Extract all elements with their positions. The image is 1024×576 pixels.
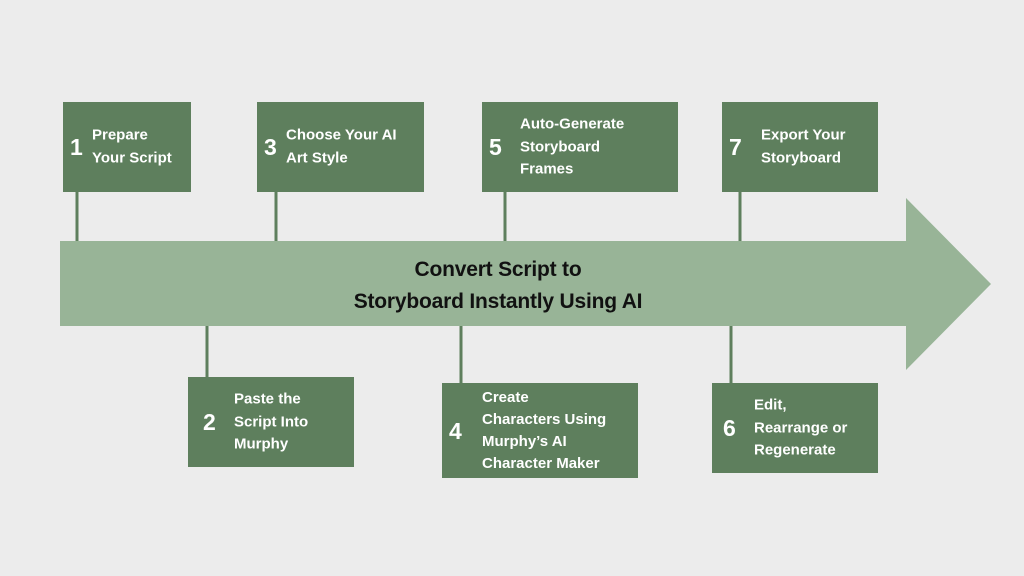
step-number: 5	[489, 134, 502, 160]
timeline-arrow	[60, 198, 991, 370]
step-number: 7	[729, 134, 742, 160]
step-label-line: Murphy	[234, 435, 289, 453]
step-label: Export Your Storyboard	[761, 125, 874, 170]
step-label-line: Choose Your AI	[286, 126, 397, 144]
step-label-line: Frames	[520, 160, 574, 178]
step-1-box: 1 Prepare Your Script	[63, 102, 191, 192]
step-label-line: Regenerate	[754, 441, 836, 459]
diagram-title-line-1: Convert Script to	[414, 258, 582, 281]
step-number: 3	[264, 134, 277, 160]
step-label-line: Paste the	[234, 390, 301, 408]
step-label: Choose Your AI Art Style	[286, 125, 420, 170]
step-label-line: Characters Using	[482, 410, 607, 428]
step-6-box: 6 Edit, Rearrange or Regenerate	[712, 383, 878, 473]
step-number: 6	[723, 415, 736, 441]
step-number: 2	[203, 409, 216, 435]
step-label: Prepare Your Script	[92, 125, 187, 170]
step-label-line: Rearrange or	[754, 418, 848, 436]
step-number: 1	[70, 134, 83, 160]
step-label-line: Your Script	[92, 149, 172, 166]
step-number: 4	[449, 417, 462, 444]
step-label-line: Prepare	[92, 126, 148, 144]
step-label-line: Create	[482, 388, 529, 406]
step-7-box: 7 Export Your Storyboard	[722, 102, 878, 192]
step-label-line: Character Maker	[482, 454, 600, 472]
step-label: Paste the Script Into Murphy	[234, 388, 350, 456]
step-label-line: Export Your	[761, 126, 846, 144]
step-3-box: 3 Choose Your AI Art Style	[257, 102, 424, 192]
step-label-line: Auto-Generate	[520, 115, 625, 133]
step-2-box: 2 Paste the Script Into Murphy	[188, 377, 354, 467]
step-5-box: 5 Auto-Generate Storyboard Frames	[482, 102, 678, 192]
diagram-title-line-2: Storyboard Instantly Using AI	[353, 290, 643, 313]
step-label-line: Art Style	[286, 149, 348, 166]
step-label: Auto-Generate Storyboard Frames	[520, 113, 674, 181]
step-label-line: Script Into	[234, 412, 309, 430]
step-label: Create Characters Using Murphy’s AI Char…	[482, 387, 634, 475]
step-label-line: Edit,	[754, 396, 787, 414]
step-label-line: Storyboard	[761, 149, 842, 166]
step-4-box: 4 Create Characters Using Murphy’s AI Ch…	[442, 383, 638, 478]
step-label-line: Storyboard	[520, 137, 601, 155]
step-label: Edit, Rearrange or Regenerate	[754, 394, 874, 462]
diagram-title: Convert Script to Storyboard Instantly U…	[60, 254, 936, 318]
step-label-line: Murphy’s AI	[482, 432, 567, 450]
